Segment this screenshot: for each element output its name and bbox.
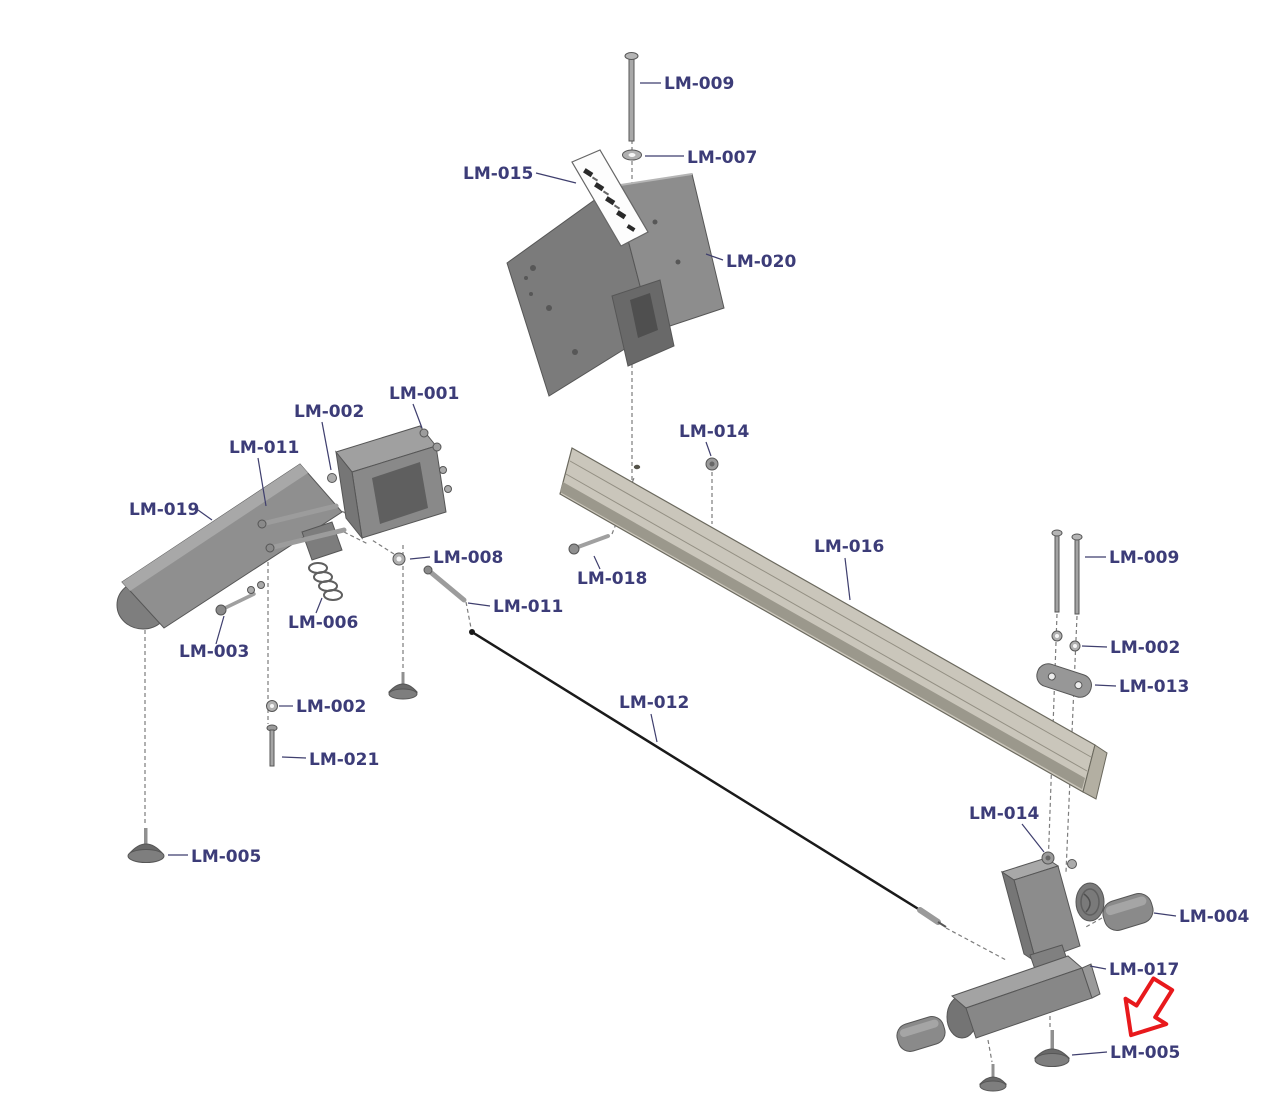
leader-line (215, 615, 225, 645)
leader-line (197, 509, 213, 521)
spring-lm-006 (308, 562, 343, 601)
part-label-lm-002-upper: LM-002 (294, 402, 364, 422)
leader-line (650, 713, 658, 743)
pins-lm-011-left (257, 503, 347, 553)
bolt-lm-009-top (624, 52, 639, 142)
part-label-lm-006: LM-006 (288, 613, 358, 633)
leader-line (1081, 645, 1108, 648)
decal-lm-015 (571, 149, 649, 247)
leader-line (705, 441, 712, 457)
arm-assembly-lm-019 (116, 425, 447, 630)
part-label-lm-005-bottom: LM-005 (1110, 1043, 1180, 1063)
stand-assembly-lm-017 (946, 857, 1105, 1039)
rail-lm-016 (559, 447, 1108, 800)
leader-line (1071, 1051, 1108, 1056)
part-label-lm-008: LM-008 (433, 548, 503, 568)
part-label-lm-009-right: LM-009 (1109, 548, 1179, 568)
washer-lm-007 (622, 149, 642, 161)
part-label-lm-001: LM-001 (389, 384, 459, 404)
leader-line (467, 602, 491, 607)
leader-line (1021, 823, 1045, 853)
leader-line (409, 556, 431, 560)
washer-lm-002-left (266, 700, 278, 712)
bolt-lm-021 (266, 724, 278, 767)
highlight-arrow-icon (1123, 976, 1175, 1038)
part-label-lm-011-center: LM-011 (493, 597, 563, 617)
leader-line (844, 557, 851, 601)
leader-line (535, 172, 577, 184)
plate-lm-013 (1036, 663, 1092, 698)
part-label-lm-004: LM-004 (1179, 907, 1249, 927)
part-label-lm-020: LM-020 (726, 252, 796, 272)
part-label-lm-014-right: LM-014 (969, 804, 1039, 824)
part-label-lm-003: LM-003 (179, 642, 249, 662)
cable-lm-012 (469, 629, 947, 928)
part-label-lm-019: LM-019 (129, 500, 199, 520)
foot-lm-005-bottom (1033, 1030, 1071, 1067)
foot-under-bracket (387, 672, 419, 700)
leader-line (412, 403, 423, 429)
part-label-lm-013: LM-013 (1119, 677, 1189, 697)
part-label-lm-015: LM-015 (463, 164, 533, 184)
part-label-lm-002-right: LM-002 (1110, 638, 1180, 658)
pin-lm-011-center (423, 565, 467, 603)
washers-lm-002-right (1051, 630, 1081, 652)
leader-line (1089, 965, 1107, 970)
part-label-lm-014-center: LM-014 (679, 422, 749, 442)
bracket-assembly-lm-020 (506, 173, 725, 397)
part-label-lm-007: LM-007 (687, 148, 757, 168)
part-label-lm-017: LM-017 (1109, 960, 1179, 980)
leader-line (257, 457, 267, 507)
part-label-lm-012: LM-012 (619, 693, 689, 713)
bolts-lm-009-right (1051, 529, 1083, 615)
leader-line (321, 421, 332, 471)
part-label-lm-002-lower: LM-002 (296, 697, 366, 717)
nut-lm-014-center (705, 457, 719, 471)
nut-lm-014-right (1041, 851, 1077, 869)
part-label-lm-009-top: LM-009 (664, 74, 734, 94)
end-cap-lower (896, 1016, 946, 1052)
foot-lm-005-left (127, 828, 165, 863)
bolt-lm-003 (215, 581, 265, 616)
leader-line (315, 597, 323, 614)
part-label-lm-016: LM-016 (814, 537, 884, 557)
leader-line (705, 253, 724, 261)
leader-line (1094, 684, 1117, 687)
part-label-lm-005-left: LM-005 (191, 847, 261, 867)
washer-lm-008 (392, 552, 406, 566)
fasteners-lm-001 (327, 428, 452, 493)
leader-line (281, 756, 307, 759)
part-label-lm-011-left: LM-011 (229, 438, 299, 458)
part-labels: LM-009 LM-007 LM-015 LM-020 LM-001 LM-00… (129, 74, 1249, 1063)
bolt-lm-018 (568, 534, 610, 555)
foot-bottom-center (978, 1064, 1008, 1092)
end-cap-lm-004 (1102, 893, 1154, 931)
part-label-lm-018: LM-018 (577, 569, 647, 589)
leader-line (593, 555, 601, 570)
leader-line (1153, 912, 1177, 917)
part-label-lm-021: LM-021 (309, 750, 379, 770)
